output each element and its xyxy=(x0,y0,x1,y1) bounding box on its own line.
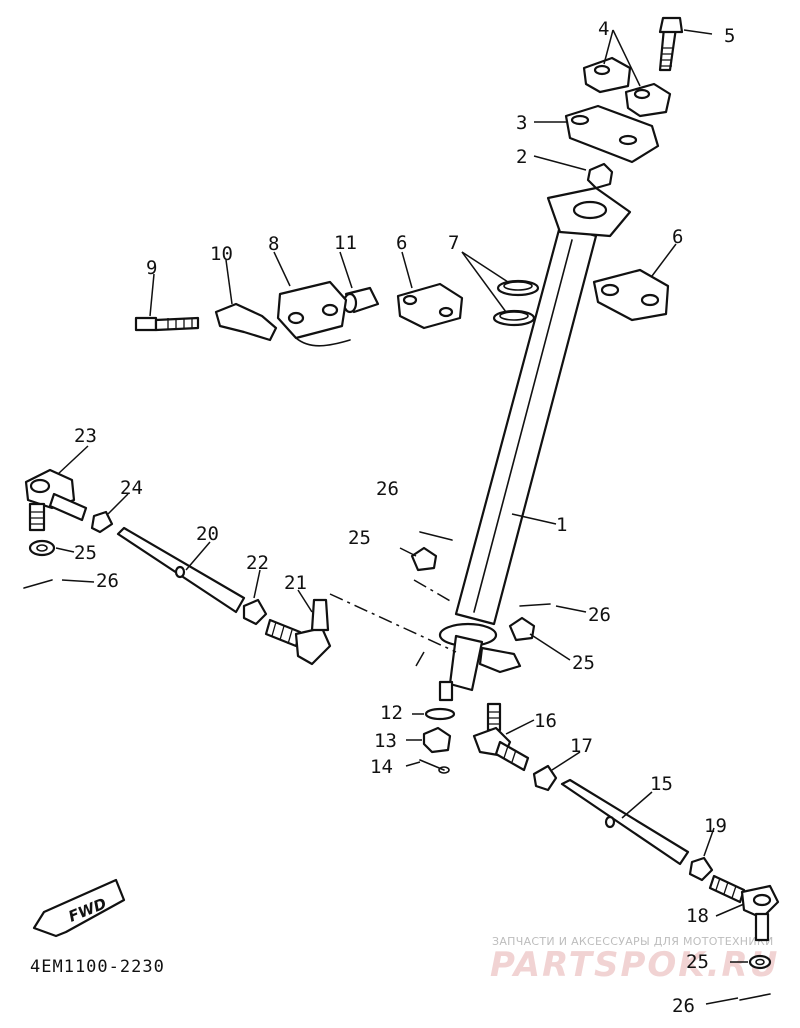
callout-22: 22 xyxy=(246,552,269,574)
callout-25-bottom: 25 xyxy=(686,951,709,973)
diagram-part-code: 4EM1100-2230 xyxy=(30,957,165,977)
callout-16: 16 xyxy=(534,710,557,732)
leader-lines xyxy=(55,29,748,1005)
callout-26-left: 26 xyxy=(96,570,119,592)
callout-10: 10 xyxy=(210,243,233,265)
callout-25-left: 25 xyxy=(74,542,97,564)
callout-25-center: 25 xyxy=(348,527,371,549)
callout-13: 13 xyxy=(374,730,397,752)
small-fasteners xyxy=(23,531,771,1001)
callout-11: 11 xyxy=(334,232,357,254)
callout-20: 20 xyxy=(196,523,219,545)
callout-1: 1 xyxy=(556,514,567,536)
callout-21: 21 xyxy=(284,572,307,594)
left-bracket-group xyxy=(134,280,464,347)
callout-5: 5 xyxy=(724,25,735,47)
watermark: ЗАПЧАСТИ И АКСЕССУАРЫ ДЛЯ МОТОТЕХНИКИ PA… xyxy=(490,935,779,985)
callout-2: 2 xyxy=(516,146,527,168)
callout-24: 24 xyxy=(120,477,143,499)
callout-9: 9 xyxy=(146,257,157,279)
assembly-line-left xyxy=(329,593,457,653)
callout-8: 8 xyxy=(268,233,279,255)
callout-26-center: 26 xyxy=(376,478,399,500)
callout-3: 3 xyxy=(516,112,527,134)
callout-14: 14 xyxy=(370,756,393,778)
callout-4: 4 xyxy=(598,18,609,40)
callout-18: 18 xyxy=(686,905,709,927)
upper-clamp-assembly xyxy=(564,16,684,190)
callout-26-right: 26 xyxy=(588,604,611,626)
steering-shaft xyxy=(438,186,632,702)
callout-6-right: 6 xyxy=(672,226,683,248)
side-brackets xyxy=(492,268,670,327)
callout-17: 17 xyxy=(570,735,593,757)
callout-numbers: 4 5 3 2 6 7 6 11 8 10 9 1 23 24 26 25 20… xyxy=(74,18,735,1017)
watermark-logo: PARTSPOK.RU xyxy=(490,945,779,985)
right-tie-rod xyxy=(472,702,780,970)
callout-7: 7 xyxy=(448,232,459,254)
forward-direction-arrow: FWD xyxy=(32,878,126,938)
callout-25-right: 25 xyxy=(572,652,595,674)
watermark-tagline: ЗАПЧАСТИ И АКСЕССУАРЫ ДЛЯ МОТОТЕХНИКИ xyxy=(492,935,774,948)
callout-12: 12 xyxy=(380,702,403,724)
callout-6-left: 6 xyxy=(396,232,407,254)
assembly-line-nut xyxy=(413,579,453,603)
callout-26-bottom: 26 xyxy=(672,995,695,1017)
callout-19: 19 xyxy=(704,815,727,837)
left-tie-rod xyxy=(24,468,332,666)
callout-15: 15 xyxy=(650,773,673,795)
callout-23: 23 xyxy=(74,425,97,447)
